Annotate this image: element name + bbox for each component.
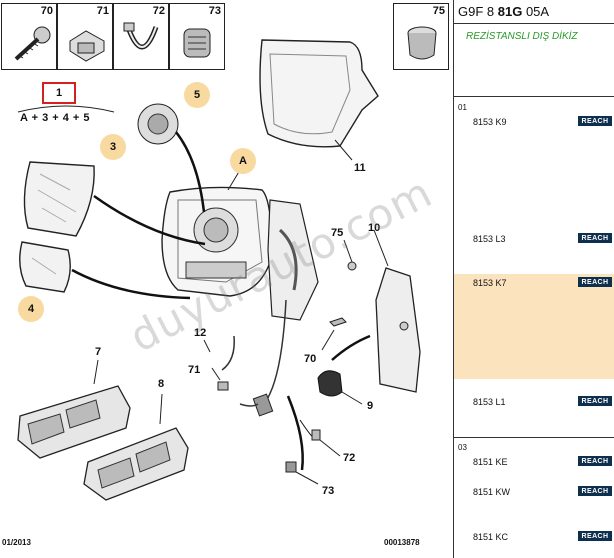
callout-3[interactable]: 3	[100, 134, 126, 160]
part-ref[interactable]: 8153 L1	[473, 397, 506, 407]
reach-badge[interactable]: REACH	[578, 486, 612, 496]
code-prefix: G9F 8	[458, 4, 498, 19]
screw-icon	[14, 26, 51, 61]
thumb-number: 71	[96, 5, 109, 17]
part-ref[interactable]: 8153 L3	[473, 234, 506, 244]
callout-10[interactable]: 10	[368, 222, 381, 234]
part-description: REZİSTANSLI DIŞ DİKİZ	[466, 31, 578, 42]
mirror-assembly-drawing	[17, 39, 421, 501]
callout-9[interactable]: 9	[367, 400, 374, 412]
callout-12[interactable]: 12	[194, 327, 207, 339]
group-code: G9F 8 81G 05A	[458, 4, 549, 19]
reach-badge[interactable]: REACH	[578, 531, 612, 541]
footer-date: 01/2013	[2, 538, 31, 547]
callout-75[interactable]: 75	[331, 227, 344, 239]
mirror-cover-shape	[259, 39, 379, 148]
callout-11[interactable]: 11	[354, 162, 366, 174]
callout-4[interactable]: 4	[18, 296, 44, 322]
section-number: 03	[458, 443, 467, 452]
selected-row-highlight	[454, 274, 614, 379]
thumb-75[interactable]: 75	[393, 3, 449, 70]
thumb-72[interactable]: 72	[113, 3, 169, 70]
assembly-bracket	[17, 105, 115, 113]
cap-icon	[407, 26, 437, 60]
callout-7[interactable]: 7	[95, 346, 102, 358]
clip-icon	[69, 30, 105, 62]
cable-tie-icon	[123, 22, 159, 50]
part-ref[interactable]: 8151 KC	[473, 532, 509, 542]
callout-71[interactable]: 71	[188, 364, 201, 376]
part-ref[interactable]: 8151 KE	[473, 457, 508, 467]
divider	[454, 437, 614, 438]
callout-73[interactable]: 73	[322, 485, 335, 497]
code-suffix: 05A	[522, 4, 550, 19]
thumb-number: 70	[40, 5, 53, 17]
thumb-73[interactable]: 73	[169, 3, 225, 70]
exploded-parts-diagram: 70 71 72 73	[1, 3, 449, 547]
thumb-number: 73	[208, 5, 221, 17]
mirror-housing-shape	[161, 186, 273, 297]
section-number: 01	[458, 103, 467, 112]
part-ref[interactable]: 8151 KW	[473, 487, 511, 497]
callout-A[interactable]: A	[230, 148, 256, 174]
parts-list-panel: G9F 8 81G 05A REZİSTANSLI DIŞ DİKİZ 01 8…	[453, 0, 614, 558]
divider	[454, 23, 614, 24]
code-bold: 81G	[497, 4, 523, 19]
reach-badge[interactable]: REACH	[578, 396, 612, 406]
reach-badge[interactable]: REACH	[578, 277, 612, 287]
grommet-icon	[183, 28, 211, 58]
callout-70[interactable]: 70	[304, 353, 317, 365]
footer-doc-number: 00013878	[384, 538, 420, 547]
thumb-71[interactable]: 71	[57, 3, 113, 70]
thumb-70[interactable]: 70	[1, 3, 57, 70]
reach-badge[interactable]: REACH	[578, 116, 612, 126]
divider	[454, 96, 614, 97]
reach-badge[interactable]: REACH	[578, 233, 612, 243]
part-ref[interactable]: 8153 K7	[473, 278, 507, 288]
thumb-number: 75	[432, 5, 445, 17]
part-ref[interactable]: 8153 K9	[473, 117, 507, 127]
reach-badge[interactable]: REACH	[578, 456, 612, 466]
assembly-formula: A + 3 + 4 + 5	[20, 112, 90, 124]
callout-72[interactable]: 72	[343, 452, 356, 464]
assembly-ref-box[interactable]: 1	[42, 82, 76, 104]
thumb-number: 72	[152, 5, 165, 17]
callout-5[interactable]: 5	[184, 82, 210, 108]
callout-8[interactable]: 8	[158, 378, 165, 390]
